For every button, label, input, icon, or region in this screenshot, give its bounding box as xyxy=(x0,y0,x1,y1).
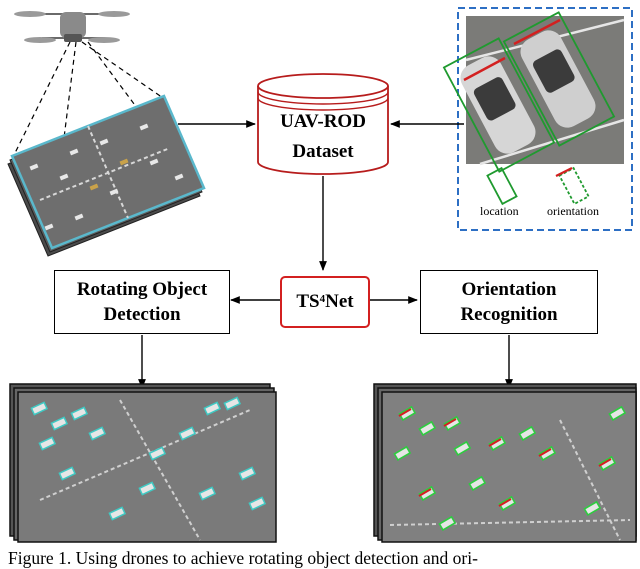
car-2 xyxy=(502,11,616,147)
legend-orientation-label: orientation xyxy=(547,204,599,218)
figure-caption: Figure 1. Using drones to achieve rotati… xyxy=(8,548,478,568)
network-name-suffix: Net xyxy=(325,291,354,312)
recognition-node: Orientation Recognition xyxy=(420,270,598,334)
detection-output-images xyxy=(9,383,277,543)
detection-node: Rotating Object Detection xyxy=(54,270,230,334)
network-name-prefix: TS xyxy=(296,291,320,312)
recognition-label-line2: Recognition xyxy=(460,304,558,325)
legend-location-label: location xyxy=(480,204,519,218)
network-name-superscript: 4 xyxy=(319,293,326,305)
recognition-label-line1: Orientation xyxy=(461,279,557,300)
detection-label-line1: Rotating Object xyxy=(76,279,208,300)
recognition-output-images xyxy=(373,383,637,543)
dataset-cylinder xyxy=(257,73,389,175)
flow-arrows xyxy=(138,120,513,389)
dataset-label-line2: Dataset xyxy=(292,141,354,162)
detection-label-line2: Detection xyxy=(103,304,181,325)
drone-icon xyxy=(14,11,130,43)
annotation-inset xyxy=(442,7,633,231)
input-aerial-images xyxy=(7,94,206,257)
dataset-label-line1: UAV-ROD xyxy=(280,111,366,132)
orientation-legend-icon xyxy=(555,166,590,206)
location-legend-icon xyxy=(486,166,518,206)
car-1 xyxy=(442,37,556,173)
